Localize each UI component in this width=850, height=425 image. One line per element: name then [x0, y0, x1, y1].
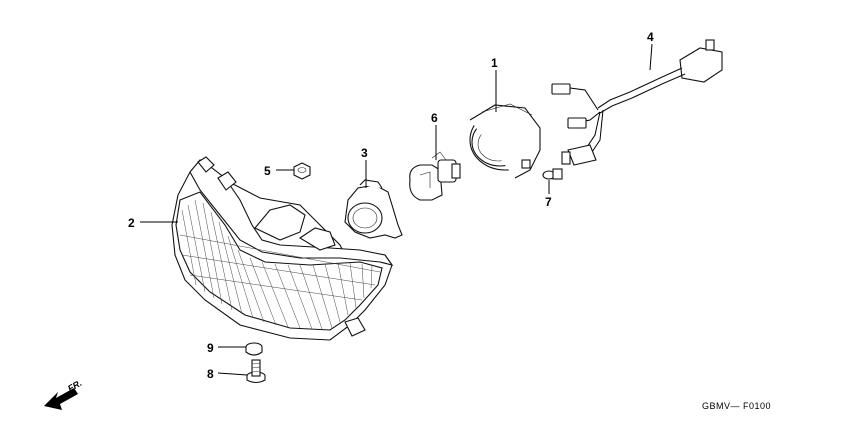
front-direction-arrow: FR.: [44, 378, 84, 410]
bulb-socket-holder: [344, 179, 403, 239]
callout-5: 5: [264, 164, 271, 178]
drawing-code: GBMV— F0100: [702, 401, 771, 411]
grommet: [245, 342, 263, 356]
callout-2: 2: [128, 216, 135, 230]
headlight-bulb: [409, 151, 461, 201]
callout-9: 9: [207, 341, 214, 355]
screw: [246, 359, 266, 384]
callout-7: 7: [545, 195, 552, 209]
wire-harness: [551, 39, 723, 166]
callout-3: 3: [361, 146, 368, 160]
callout-4: 4: [647, 30, 654, 44]
nut: [293, 162, 311, 180]
callout-1: 1: [491, 56, 498, 70]
position-bulb: [542, 168, 563, 180]
callout-6: 6: [431, 111, 438, 125]
leader-lines: [140, 43, 653, 376]
dust-cover: [469, 103, 541, 179]
headlight-housing: [171, 156, 394, 341]
lens-hatching: [179, 199, 381, 330]
front-direction-label: FR.: [66, 378, 84, 394]
callout-8: 8: [207, 367, 214, 381]
